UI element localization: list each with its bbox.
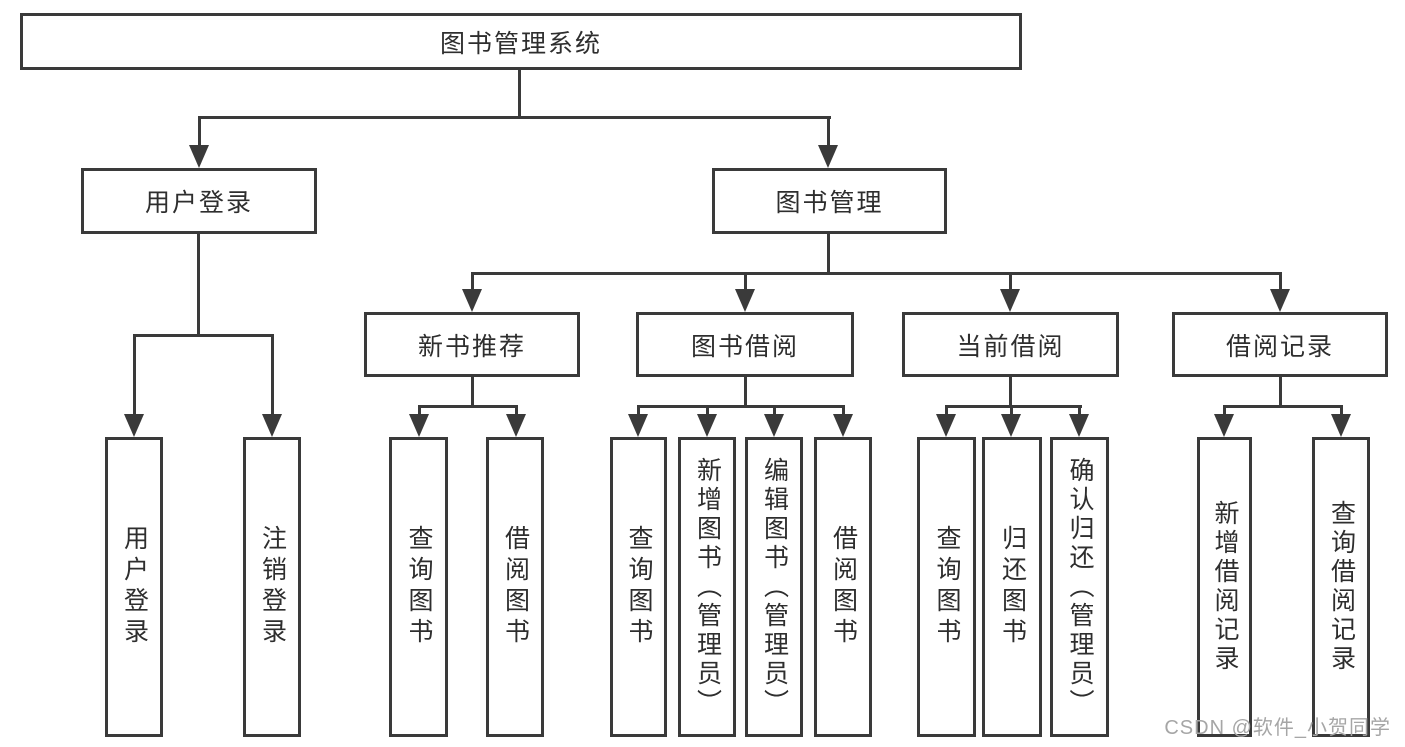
node-book-borrowing-label: 图书借阅 — [690, 332, 799, 361]
arrowhead-current-query — [936, 414, 956, 437]
connector-current-drop-1 — [945, 405, 948, 417]
node-user-login: 用户登录 — [81, 168, 317, 234]
connector-current-drop-3 — [1078, 405, 1081, 417]
arrowhead-borrowing-edit — [764, 414, 784, 437]
leaf-user-login: 用户登录 — [105, 437, 163, 737]
arrowhead-book-management — [818, 145, 838, 168]
node-current-borrowing: 当前借阅 — [902, 312, 1119, 377]
leaf-query-books-borrowing-label: 查询图书 — [625, 525, 653, 649]
connector-records-hline — [1223, 405, 1343, 408]
connector-bookmgmt-drop-2 — [744, 272, 747, 292]
connector-bookmgmt-drop-3 — [1009, 272, 1012, 292]
connector-records-vline — [1279, 377, 1282, 407]
arrowhead-records-query — [1331, 414, 1351, 437]
connector-bookmgmt-hline — [471, 272, 1282, 275]
leaf-edit-book-admin-label: 编辑图书（管理员） — [760, 456, 789, 718]
arrowhead-leaf-user-login — [124, 414, 144, 437]
leaf-add-borrow-record-label: 新增借阅记录 — [1211, 500, 1239, 674]
leaf-query-borrow-record-label: 查询借阅记录 — [1327, 500, 1356, 674]
connector-newbook-hline — [418, 405, 518, 408]
node-user-login-label: 用户登录 — [144, 189, 253, 217]
arrowhead-borrowing-query — [628, 414, 648, 437]
connector-current-hline — [945, 405, 1082, 408]
arrowhead-new-book-recommend — [462, 289, 482, 312]
arrowhead-current-return — [1001, 414, 1021, 437]
leaf-return-books: 归还图书 — [982, 437, 1042, 737]
leaf-query-books-current-label: 查询图书 — [933, 525, 961, 649]
leaf-query-books-newbook: 查询图书 — [389, 437, 448, 737]
node-new-book-recommend-label: 新书推荐 — [417, 332, 526, 361]
connector-bookmgmt-vline — [827, 234, 830, 274]
arrowhead-leaf-logout — [262, 414, 282, 437]
connector-newbook-vline — [471, 377, 474, 407]
connector-borrowing-drop-2 — [706, 405, 709, 417]
leaf-borrow-books-newbook-label: 借阅图书 — [501, 525, 530, 649]
leaf-add-book-admin-label: 新增图书（管理员） — [693, 456, 722, 718]
leaf-query-borrow-record: 查询借阅记录 — [1312, 437, 1370, 737]
leaf-borrow-books-newbook: 借阅图书 — [486, 437, 544, 737]
leaf-add-borrow-record: 新增借阅记录 — [1197, 437, 1252, 737]
connector-borrowing-vline — [744, 377, 747, 407]
connector-current-drop-2 — [1010, 405, 1013, 417]
node-library-system: 图书管理系统 — [20, 13, 1022, 70]
connector-root-vline — [518, 70, 521, 118]
node-book-management: 图书管理 — [712, 168, 947, 234]
arrowhead-newbook-query — [409, 414, 429, 437]
leaf-borrow-books-borrowing: 借阅图书 — [814, 437, 872, 737]
connector-current-vline — [1009, 377, 1012, 407]
connector-bookmgmt-drop-4 — [1279, 272, 1282, 292]
leaf-edit-book-admin: 编辑图书（管理员） — [745, 437, 803, 737]
arrowhead-borrowing-add — [697, 414, 717, 437]
connector-newbook-drop-1 — [418, 405, 421, 417]
connector-newbook-drop-2 — [515, 405, 518, 417]
connector-userlogin-vline — [197, 234, 200, 336]
node-library-system-label: 图书管理系统 — [439, 29, 602, 58]
connector-borrowing-drop-3 — [773, 405, 776, 417]
arrowhead-current-confirm — [1069, 414, 1089, 437]
connector-borrowing-drop-1 — [637, 405, 640, 417]
leaf-confirm-return-admin: 确认归还（管理员） — [1050, 437, 1109, 737]
connector-userlogin-drop-2 — [271, 334, 274, 416]
leaf-logout: 注销登录 — [243, 437, 301, 737]
connector-records-drop-2 — [1340, 405, 1343, 417]
connector-borrowing-drop-4 — [842, 405, 845, 417]
leaf-return-books-label: 归还图书 — [998, 525, 1027, 649]
arrowhead-borrowing-borrow — [833, 414, 853, 437]
arrowhead-book-borrowing — [735, 289, 755, 312]
arrowhead-records-add — [1214, 414, 1234, 437]
connector-bookmgmt-drop-1 — [471, 272, 474, 292]
connector-userlogin-hline — [133, 334, 274, 337]
leaf-query-books-newbook-label: 查询图书 — [405, 525, 433, 649]
connector-root-drop-left — [198, 116, 201, 148]
node-current-borrowing-label: 当前借阅 — [956, 332, 1065, 361]
connector-borrowing-hline — [637, 405, 845, 408]
leaf-logout-label: 注销登录 — [258, 525, 287, 649]
leaf-add-book-admin: 新增图书（管理员） — [678, 437, 736, 737]
arrowhead-borrowing-records — [1270, 289, 1290, 312]
leaf-user-login-label: 用户登录 — [120, 525, 149, 649]
connector-root-drop-right — [827, 116, 830, 148]
leaf-borrow-books-borrowing-label: 借阅图书 — [829, 525, 858, 649]
arrowhead-newbook-borrow — [506, 414, 526, 437]
leaf-query-books-current: 查询图书 — [917, 437, 976, 737]
arrowhead-user-login — [189, 145, 209, 168]
node-book-management-label: 图书管理 — [775, 189, 884, 217]
node-book-borrowing: 图书借阅 — [636, 312, 854, 377]
connector-root-hline — [198, 116, 831, 119]
node-borrowing-records-label: 借阅记录 — [1225, 332, 1334, 361]
node-borrowing-records: 借阅记录 — [1172, 312, 1388, 377]
leaf-query-books-borrowing: 查询图书 — [610, 437, 667, 737]
arrowhead-current-borrowing — [1000, 289, 1020, 312]
node-new-book-recommend: 新书推荐 — [364, 312, 580, 377]
connector-records-drop-1 — [1223, 405, 1226, 417]
watermark: CSDN @软件_小贺同学 — [1164, 717, 1391, 739]
connector-userlogin-drop-1 — [133, 334, 136, 416]
leaf-confirm-return-admin-label: 确认归还（管理员） — [1066, 456, 1094, 718]
